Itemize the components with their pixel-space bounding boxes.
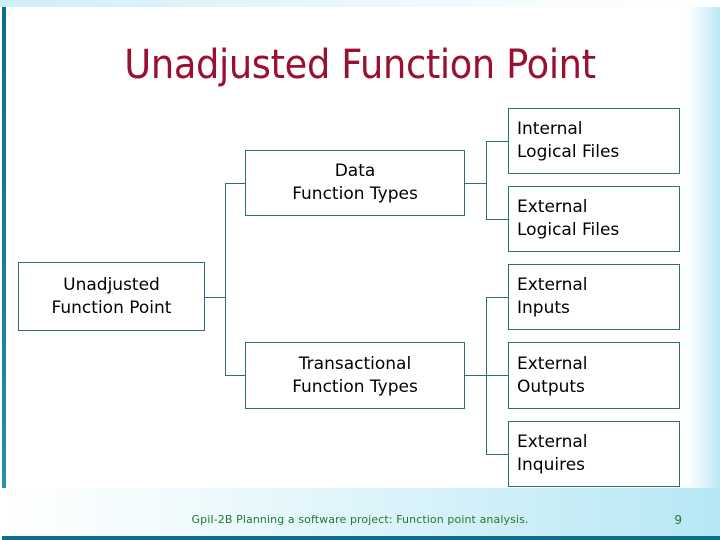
- connector-data-to-spine2: [465, 183, 486, 184]
- node-line-2: Logical Files: [517, 220, 620, 240]
- right-accent-wash: [686, 7, 720, 492]
- left-accent-bar: [2, 7, 6, 520]
- connector-spine-to-transactional: [225, 375, 245, 376]
- node-line-2: Outputs: [517, 376, 585, 397]
- footer-band: [2, 488, 720, 540]
- slide-title: Unadjusted Function Point: [124, 42, 596, 88]
- node-data-function-types[interactable]: Data Function Types: [245, 150, 465, 216]
- node-line-1: External: [517, 275, 588, 296]
- connector-spine3-to-external-outputs: [486, 375, 508, 376]
- node-line-1: External: [517, 197, 588, 218]
- node-external-outputs[interactable]: External Outputs: [508, 342, 680, 409]
- node-transactional-function-types[interactable]: Transactional Function Types: [245, 342, 465, 409]
- node-line-2: Function Types: [292, 184, 418, 204]
- node-line-1: Data: [334, 161, 376, 182]
- footer-caption: GpiI-2B Planning a software project: Fun…: [191, 513, 529, 526]
- connector-spine2-to-external-logical-files: [486, 219, 508, 220]
- node-external-logical-files[interactable]: External Logical Files: [508, 186, 680, 252]
- connector-spine2-to-internal-logical-files: [486, 141, 508, 142]
- connector-transactional-to-spine3: [465, 375, 486, 376]
- node-internal-logical-files[interactable]: Internal Logical Files: [508, 108, 680, 174]
- node-line-1: Transactional: [298, 353, 412, 374]
- node-line-2: Function Types: [292, 376, 418, 397]
- node-unadjusted-function-point[interactable]: Unadjusted Function Point: [18, 262, 205, 331]
- connector-spine3-to-external-inputs: [486, 297, 508, 298]
- connector-spine-level1: [225, 183, 226, 376]
- node-line-2: Inquires: [517, 455, 586, 475]
- node-line-1: Unadjusted: [63, 274, 160, 295]
- node-external-inputs[interactable]: External Inputs: [508, 264, 680, 330]
- node-line-2: Inputs: [517, 298, 570, 318]
- connector-spine-level2-data: [486, 141, 487, 219]
- node-line-2: Function Point: [51, 297, 172, 318]
- node-line-1: External: [517, 432, 588, 453]
- node-line-1: External: [517, 353, 588, 374]
- top-accent-strip: [0, 0, 720, 7]
- node-line-1: Internal: [517, 119, 583, 140]
- node-line-2: Logical Files: [517, 142, 620, 162]
- page-number: 9: [674, 513, 682, 527]
- connector-root-to-spine: [205, 297, 226, 298]
- node-external-inquires[interactable]: External Inquires: [508, 421, 680, 487]
- connector-spine3-to-external-inquires: [486, 454, 508, 455]
- connector-spine-to-data: [225, 183, 245, 184]
